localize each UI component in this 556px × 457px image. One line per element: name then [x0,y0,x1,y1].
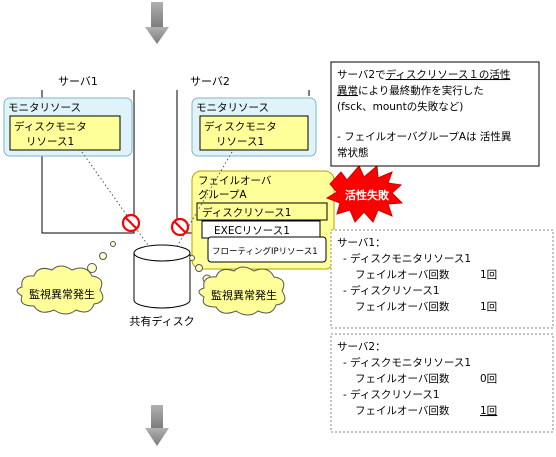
server2-status-item2-label: フェイルオーバ回数 [355,404,450,417]
server2-status-item1-label: フェイルオーバ回数 [355,372,450,385]
activation-failure-burst [325,164,404,223]
arrow-down-top [145,2,169,44]
arrow-down-bottom [145,405,169,446]
server2-status-item2-value: 1回 [480,405,497,417]
exec-resource-label: EXECリソース1 [214,225,290,237]
cloud-left-label: 監視異常発生 [29,287,95,301]
server1-status-item1-label: フェイルオーバ回数 [355,268,450,281]
server1-frame [41,90,135,234]
server2-status-title: サーバ2： [337,341,386,353]
info-line2: 異常により最終動作を実行した [337,84,484,97]
info-line3: (fsck、mountの失敗など) [337,100,463,113]
info-line1: サーバ2でディスクリソース１の活性 [337,68,510,81]
monitor-path-left [81,151,151,249]
server2-status-item2: - ディスクリソース1 [343,388,440,401]
shared-disk-label: 共有ディスク [129,314,194,328]
server1-status-item2-value: 1回 [480,301,497,313]
fip-resource-label: フローティングIPリソース1 [212,246,318,257]
server2-label: サーバ2 [190,75,230,88]
server1-label: サーバ1 [58,75,98,88]
right-monitor-title: モニタリソース [196,102,269,114]
left-disk-monitor-line1: ディスクモニタ [14,120,87,133]
prohibited-icon-right [170,217,190,237]
info-line5: 常状態 [337,146,369,159]
server2-status-box [330,333,554,433]
right-disk-monitor-box [199,115,309,151]
group-label-line1: フェイルオーバ [198,175,272,187]
server1-status-item1-value: 1回 [480,269,497,281]
alert-cloud-left [16,265,104,315]
right-disk-monitor-line1: ディスクモニタ [204,120,277,133]
burst-label: 活性失敗 [345,188,390,202]
server1-status-title: サーバ1： [337,237,386,249]
server1-status-box [330,229,554,329]
server1-status-item2: - ディスクリソース1 [343,284,440,297]
server2-status-item1: - ディスクモニタリソース1 [343,356,471,369]
right-disk-monitor-line2: リソース1 [216,136,264,148]
fip-resource-box [207,236,327,263]
thought-bubbles-left [87,241,116,273]
server1-status-item1: - ディスクモニタリソース1 [343,252,471,265]
cloud-right-label: 監視異常発生 [211,288,277,302]
info-box [330,61,540,167]
left-disk-monitor-box [9,115,121,151]
disk-resource-label: ディスクリソース1 [202,206,291,219]
prohibited-icon-left [121,213,141,233]
server2-status-item1-value: 0回 [480,373,497,385]
left-monitor-title: モニタリソース [8,102,81,114]
left-disk-monitor-line2: リソース1 [26,136,74,148]
info-line4: - フェイルオーバグループAは 活性異 [337,130,511,143]
server1-status-item2-label: フェイルオーバ回数 [355,300,450,313]
group-label-line2: グループA [198,188,247,201]
alert-cloud-right [198,266,286,316]
thought-bubbles-right [189,255,212,284]
shared-disk-icon [133,244,191,309]
